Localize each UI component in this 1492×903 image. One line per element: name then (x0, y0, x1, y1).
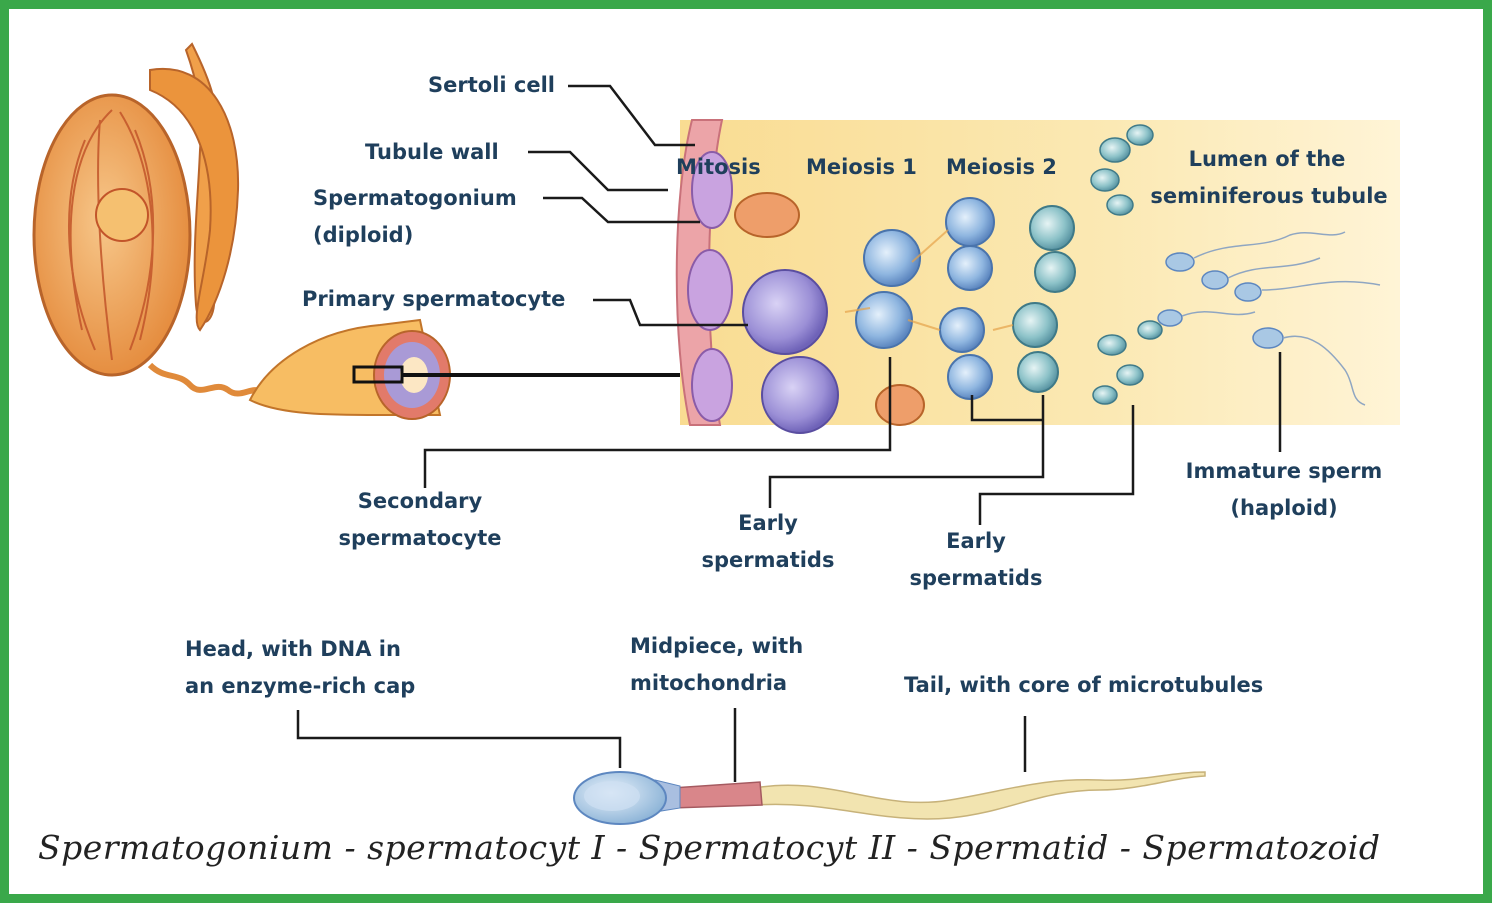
label-spermatogonium-ploidy: (diploid) (313, 217, 413, 254)
label-early-spermatids-2-line2: spermatids (898, 560, 1054, 597)
label-midpiece-line1: Midpiece, with (630, 628, 803, 665)
caption-sequence: Spermatogonium - spermatocyt I - Spermat… (38, 828, 1380, 867)
sperm-tail (755, 772, 1205, 819)
label-early-spermatids-1-line2: spermatids (690, 542, 846, 579)
leader-spermatogonium (543, 198, 700, 222)
leader-head (298, 710, 620, 768)
label-secondary-line2: spermatocyte (310, 520, 530, 557)
label-early-spermatids-1-line1: Early (696, 505, 840, 542)
sertoli-nucleus (735, 193, 799, 237)
label-lumen-line2: seminiferous tubule (1140, 178, 1398, 215)
label-meiosis-1: Meiosis 1 (806, 149, 917, 186)
label-primary-spermatocyte: Primary spermatocyte (302, 281, 565, 318)
label-immature-sperm-line1: Immature sperm (1170, 453, 1398, 490)
sperm-cell (574, 772, 1205, 824)
label-tail: Tail, with core of microtubules (904, 667, 1263, 704)
sperm-midpiece (672, 782, 762, 808)
label-head-line1: Head, with DNA in (185, 631, 401, 668)
leader-sertoli (568, 86, 695, 145)
label-early-spermatids-2-line1: Early (904, 523, 1048, 560)
label-immature-sperm-line2: (haploid) (1170, 490, 1398, 527)
label-mitosis: Mitosis (676, 149, 761, 186)
label-tubule-wall: Tubule wall (365, 134, 499, 171)
label-spermatogonium: Spermatogonium (313, 180, 517, 217)
label-head-line2: an enzyme-rich cap (185, 668, 415, 705)
label-meiosis-2: Meiosis 2 (946, 149, 1057, 186)
primary-spermatocyte-cell (743, 270, 827, 354)
duct-coil (150, 365, 262, 394)
label-secondary-line1: Secondary (320, 483, 520, 520)
secondary-spermatocyte-cell (864, 230, 920, 286)
label-midpiece-line2: mitochondria (630, 665, 787, 702)
label-sertoli-cell: Sertoli cell (428, 67, 555, 104)
label-lumen-line1: Lumen of the (1150, 141, 1384, 178)
leader-tubule-wall (528, 152, 668, 190)
